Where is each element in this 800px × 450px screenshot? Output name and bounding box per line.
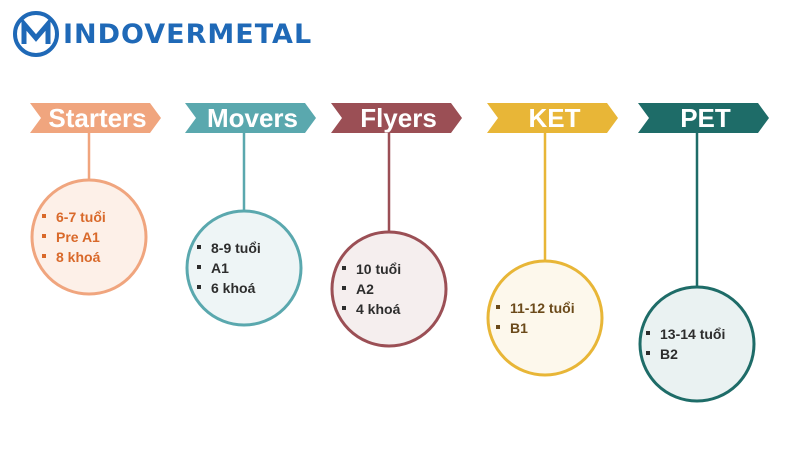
logo: INDOVERMETAL bbox=[12, 8, 312, 60]
level-banner bbox=[185, 103, 316, 133]
level-circle bbox=[638, 285, 756, 403]
level-item: 11-12 tuổi bbox=[510, 300, 575, 316]
bullet-icon bbox=[646, 331, 650, 335]
level-circle bbox=[185, 209, 303, 327]
level-item: 6 khoá bbox=[211, 280, 256, 296]
level-title: Flyers bbox=[360, 103, 437, 133]
level-item: 8 khoá bbox=[56, 249, 101, 265]
level-item: B1 bbox=[510, 320, 528, 336]
logo-text: INDOVERMETAL bbox=[63, 18, 313, 50]
bullet-icon bbox=[646, 351, 650, 355]
level-banner bbox=[331, 103, 462, 133]
level-item: 8-9 tuổi bbox=[211, 240, 261, 256]
level-circle bbox=[30, 178, 148, 296]
level-banner bbox=[487, 103, 618, 133]
level-banner bbox=[30, 103, 161, 133]
level-item: Pre A1 bbox=[56, 229, 100, 245]
level-banner bbox=[638, 103, 769, 133]
level-title: PET bbox=[680, 103, 731, 133]
level-item: B2 bbox=[660, 346, 678, 362]
bullet-icon bbox=[496, 325, 500, 329]
bullet-icon bbox=[342, 306, 346, 310]
level-item: A2 bbox=[356, 281, 374, 297]
bullet-icon bbox=[42, 234, 46, 238]
level-circle bbox=[486, 259, 604, 377]
level-title: Movers bbox=[207, 103, 298, 133]
bullet-icon bbox=[197, 245, 201, 249]
level-item: 6-7 tuổi bbox=[56, 209, 106, 225]
level-circle bbox=[330, 230, 448, 348]
bullet-icon bbox=[496, 305, 500, 309]
bullet-icon bbox=[342, 286, 346, 290]
logo-mark-icon bbox=[13, 11, 59, 57]
level-item: 10 tuổi bbox=[356, 261, 401, 277]
bullet-icon bbox=[197, 265, 201, 269]
level-item: 13-14 tuổi bbox=[660, 326, 725, 342]
level-title: Starters bbox=[48, 103, 146, 133]
bullet-icon bbox=[342, 266, 346, 270]
level-title: KET bbox=[529, 103, 581, 133]
bullet-icon bbox=[197, 285, 201, 289]
bullet-icon bbox=[42, 254, 46, 258]
level-item: A1 bbox=[211, 260, 229, 276]
bullet-icon bbox=[42, 214, 46, 218]
level-item: 4 khoá bbox=[356, 301, 401, 317]
